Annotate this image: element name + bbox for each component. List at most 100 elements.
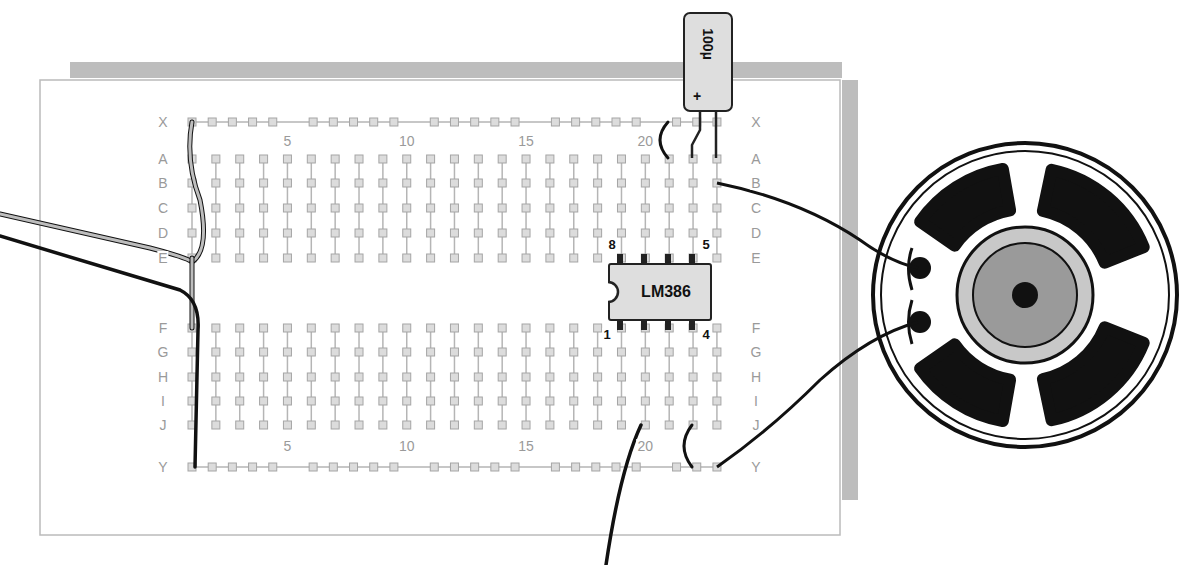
hole [355,204,363,212]
hole [331,421,339,429]
row-letter: G [750,345,763,359]
column-number: 10 [398,439,416,453]
hole [522,254,530,262]
hole [713,397,721,405]
hole [570,204,578,212]
row-letter: B [157,176,168,190]
hole [450,373,458,381]
hole [212,179,220,187]
hole [617,421,625,429]
hole [188,348,196,356]
hole [546,155,554,163]
hole [307,204,315,212]
hole [427,204,435,212]
hole [331,155,339,163]
hole [594,373,602,381]
row-letter: A [157,152,168,166]
hole [212,373,220,381]
hole [689,229,697,237]
hole [594,421,602,429]
hole [546,421,554,429]
column-number: 20 [637,439,655,453]
hole [498,179,506,187]
hole [641,229,649,237]
rail-hole [370,118,378,126]
column-number: 5 [283,134,293,148]
hole [307,373,315,381]
hole [403,204,411,212]
polarity-mark: + [693,88,701,104]
rail-hole [592,463,600,471]
hole [474,373,482,381]
hole [355,229,363,237]
hole [379,254,387,262]
hole [641,155,649,163]
hole [546,254,554,262]
column-number: 15 [517,439,535,453]
hole [713,254,721,262]
hole [665,179,673,187]
hole [379,179,387,187]
hole [260,155,268,163]
hole [260,373,268,381]
hole [236,155,244,163]
rail-hole [269,463,277,471]
rail-hole [350,463,358,471]
hole [713,324,721,332]
hole [617,204,625,212]
hole [283,373,291,381]
column-number: 5 [283,439,293,453]
hole [570,179,578,187]
hole [522,397,530,405]
hole [331,348,339,356]
input-wires [0,122,641,565]
hole [665,421,673,429]
hole [427,155,435,163]
hole [450,229,458,237]
rail-hole [390,463,398,471]
hole [212,254,220,262]
hole [594,324,602,332]
hole [617,229,625,237]
hole [665,348,673,356]
hole [283,421,291,429]
hole [570,373,578,381]
row-letter: X [750,115,761,129]
rail-hole [350,118,358,126]
rail-hole [572,463,580,471]
hole [522,204,530,212]
hole [379,373,387,381]
hole [212,204,220,212]
hole [236,348,244,356]
hole [617,373,625,381]
hole [331,179,339,187]
row-letter: E [157,251,168,265]
hole [427,421,435,429]
hole [403,324,411,332]
hole [331,204,339,212]
hole [403,397,411,405]
hole [641,397,649,405]
hole [594,155,602,163]
row-letter: Y [157,460,168,474]
hole [212,155,220,163]
rail-hole [551,118,559,126]
hole [689,204,697,212]
row-letter: A [750,152,761,166]
hole [212,229,220,237]
hole [594,204,602,212]
hole [450,254,458,262]
hole [594,254,602,262]
hole [570,397,578,405]
hole [307,397,315,405]
hole [236,421,244,429]
rail-hole [390,118,398,126]
row-letter: C [157,201,169,215]
hole [307,324,315,332]
hole [260,204,268,212]
hole [427,348,435,356]
hole [713,421,721,429]
hole [450,421,458,429]
hole [665,229,673,237]
